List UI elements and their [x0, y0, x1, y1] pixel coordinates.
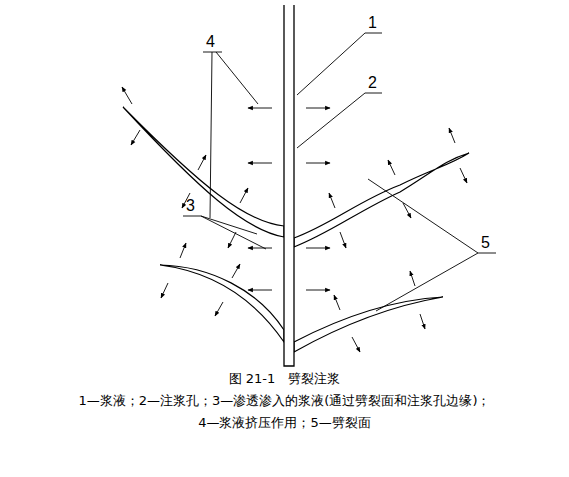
pressure-arrow — [180, 243, 186, 258]
grout-hole — [284, 5, 294, 366]
pressure-arrow — [329, 193, 335, 208]
leader-line — [216, 52, 258, 104]
pressure-arrow — [131, 130, 140, 145]
pressure-arrow — [460, 168, 467, 183]
leader-line — [297, 93, 365, 148]
leader-line — [365, 33, 382, 34]
leader-line — [368, 179, 478, 253]
leader-line — [210, 52, 212, 218]
leader-line — [297, 33, 365, 95]
leader-line — [203, 52, 222, 53]
pressure-arrow — [388, 160, 395, 175]
callout-number: 4 — [206, 33, 215, 51]
legend-note: 1—浆液；2—注浆孔；3—渗透渗入的浆液(通过劈裂面和注浆孔边缘)； — [0, 392, 569, 410]
pressure-arrow — [248, 163, 272, 164]
pressure-arrow — [232, 264, 240, 278]
leader-line — [365, 93, 382, 94]
leader-line — [183, 216, 201, 217]
pressure-arrow — [340, 232, 346, 248]
pressure-arrow — [240, 188, 248, 203]
callout-number: 1 — [368, 14, 377, 32]
leader-line — [201, 216, 257, 234]
pressure-arrow — [334, 295, 340, 310]
pressure-arrows — [122, 87, 467, 352]
fracture-surface — [294, 153, 469, 247]
pressure-arrow — [215, 302, 223, 316]
leader-line — [201, 216, 266, 249]
fracture-surface — [160, 265, 284, 342]
leader-lines — [183, 33, 496, 311]
leader-line — [376, 253, 478, 311]
pressure-arrow — [410, 271, 415, 286]
pressure-arrow — [228, 232, 236, 248]
pressure-arrow — [403, 203, 411, 218]
pressure-arrow — [248, 248, 272, 249]
pressure-arrow — [161, 283, 168, 298]
pressure-arrow — [352, 337, 360, 352]
figure-caption: 图 21-1 劈裂注浆 — [0, 370, 569, 388]
fracture-surface — [294, 297, 443, 352]
callout-number: 2 — [368, 74, 377, 92]
legend-note: 4—浆液挤压作用；5—劈裂面 — [0, 414, 569, 432]
pressure-arrow — [198, 155, 206, 170]
callout-number: 3 — [186, 197, 195, 215]
pressure-arrow — [122, 87, 132, 104]
pressure-arrow — [306, 290, 330, 291]
pressure-arrow — [306, 163, 330, 164]
pressure-arrow — [306, 248, 330, 249]
leader-line — [478, 253, 496, 254]
pressure-arrow — [248, 290, 272, 291]
pressure-arrow — [248, 108, 272, 109]
pressure-arrow — [449, 128, 455, 143]
callout-number: 5 — [481, 234, 490, 252]
pressure-arrow — [420, 314, 425, 329]
pressure-arrow — [306, 108, 330, 109]
fracture-surfaces — [123, 107, 469, 352]
